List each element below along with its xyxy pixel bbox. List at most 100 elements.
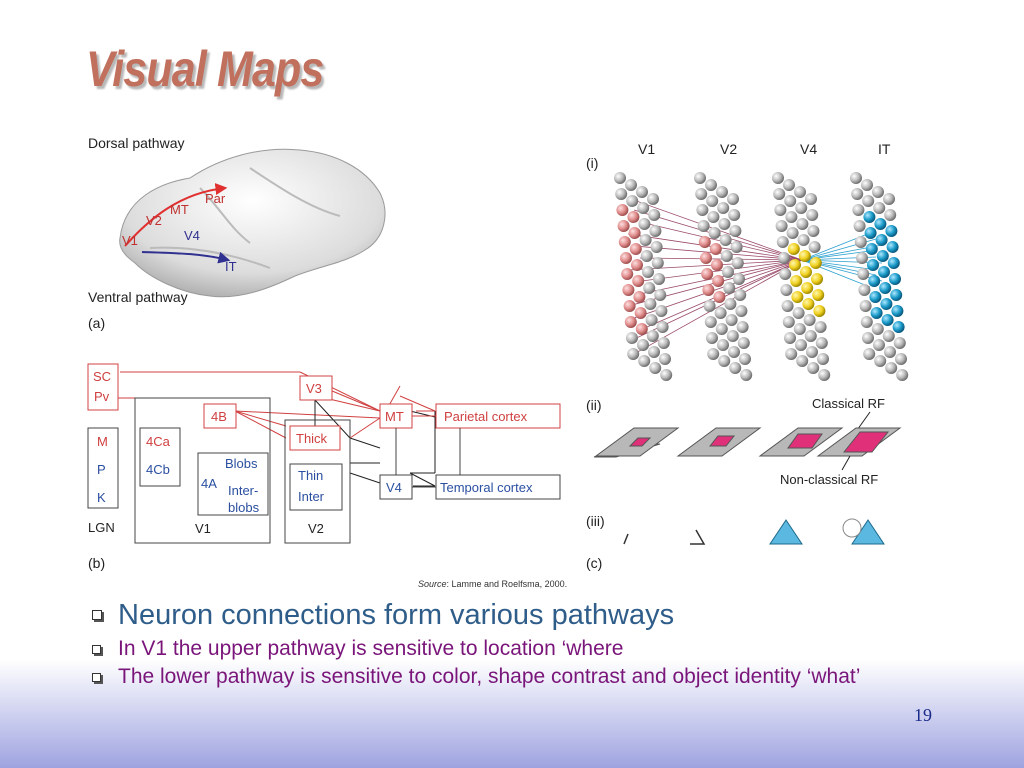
neuron-node xyxy=(802,298,815,310)
connector xyxy=(349,437,381,449)
neuron-node xyxy=(627,348,640,360)
neuron-node xyxy=(700,252,712,264)
neuron-node xyxy=(657,337,670,349)
area-label-v1: V1 xyxy=(122,233,138,248)
neuron-node xyxy=(854,236,867,248)
neuron-node xyxy=(718,218,731,230)
neuron-node xyxy=(704,316,717,328)
box-parietal xyxy=(435,403,561,429)
neuron-node xyxy=(632,275,645,287)
neuron-node xyxy=(733,273,745,285)
neuron-node xyxy=(729,362,742,374)
connector xyxy=(324,397,381,412)
neuron-node xyxy=(694,172,706,184)
shape-angle xyxy=(690,529,706,545)
column-label-v2: V2 xyxy=(720,141,737,157)
neuron-node xyxy=(702,284,715,296)
neuron-node xyxy=(701,268,714,280)
label-v1: V1 xyxy=(195,521,211,536)
bullet-text: Neuron connections form various pathways xyxy=(118,599,675,631)
neuron-node xyxy=(728,346,740,358)
neuron-node xyxy=(796,355,809,367)
neuron-node xyxy=(631,259,643,271)
label-4b: 4B xyxy=(211,409,227,424)
neuron-node xyxy=(886,241,899,253)
panel-a-brain: Dorsal pathway V2 MT Par V1 V4 IT Ventra… xyxy=(88,135,386,331)
background-gradient xyxy=(0,660,1024,768)
area-label-par: Par xyxy=(205,191,226,206)
neuron-node xyxy=(862,332,874,344)
neuron-node xyxy=(885,225,898,237)
source-credit: Source: Lamme and Roelfsma, 2000. xyxy=(418,579,567,589)
neuron-column-1 xyxy=(694,172,753,381)
bullet-text: In V1 the upper pathway is sensitive to … xyxy=(118,637,624,660)
panel-c-i: (i) V1 V2 V4 IT xyxy=(586,141,909,381)
neuron-node xyxy=(647,193,659,205)
neuron-node xyxy=(893,337,906,349)
nonclassical-rf-label: Non-classical RF xyxy=(780,472,878,487)
bullet-item-2: In V1 the upper pathway is sensitive to … xyxy=(90,636,890,662)
neuron-node xyxy=(878,266,890,278)
neuron-node xyxy=(724,298,737,310)
neuron-node xyxy=(863,211,876,223)
neuron-node xyxy=(883,193,895,205)
neuron-node xyxy=(649,225,662,237)
neuron-node xyxy=(730,241,743,253)
neuron-node xyxy=(651,257,664,269)
box-4b xyxy=(203,403,237,429)
neuron-node xyxy=(637,339,649,351)
neuron-node xyxy=(785,348,798,360)
neuron-node xyxy=(884,209,897,221)
neuron-node xyxy=(723,282,736,294)
neuron-node xyxy=(740,369,753,381)
neuron-node xyxy=(625,179,637,191)
area-label-v4: V4 xyxy=(184,228,200,243)
neuron-node xyxy=(729,225,742,237)
neuron-node xyxy=(696,204,709,216)
neuron-node xyxy=(639,234,652,246)
neuron-node xyxy=(627,211,640,223)
neuron-node xyxy=(790,275,803,287)
shape-line xyxy=(623,533,629,545)
brain-sulcus xyxy=(199,187,251,244)
neuron-node xyxy=(873,202,886,214)
neuron-node xyxy=(806,209,819,221)
bullet-list: Neuron connections form various pathways… xyxy=(90,596,890,690)
neuron-node xyxy=(880,298,893,310)
neuron-node xyxy=(728,209,741,221)
neuron-node xyxy=(739,353,751,365)
neuron-node xyxy=(714,307,727,319)
label-sc: SC xyxy=(93,369,111,384)
neuron-node xyxy=(870,307,883,319)
neuron-column-2 xyxy=(772,172,831,381)
neuron-node xyxy=(803,314,816,326)
classical-rf-label: Classical RF xyxy=(812,396,885,411)
neuron-node xyxy=(862,195,875,207)
column-label-v1: V1 xyxy=(638,141,655,157)
neuron-node xyxy=(648,209,661,221)
neuron-node xyxy=(618,236,631,248)
neuron-node xyxy=(638,355,651,367)
neuron-node xyxy=(795,202,808,214)
box-thin-inter xyxy=(289,463,343,511)
neuron-node xyxy=(621,268,634,280)
neuron-node xyxy=(713,291,726,303)
dorsal-arrow xyxy=(124,183,228,247)
neuron-node xyxy=(659,353,671,365)
rf-center-3 xyxy=(787,433,823,449)
box-v3 xyxy=(299,375,333,401)
neuron-node xyxy=(881,314,894,326)
connector xyxy=(234,410,287,439)
neuron-node xyxy=(640,250,653,262)
label-inter2: blobs xyxy=(228,500,260,515)
label-parietal: Parietal cortex xyxy=(444,409,528,424)
sub-label-ii: (ii) xyxy=(586,397,602,413)
neuron-node xyxy=(797,234,810,246)
panel-c-label: (c) xyxy=(586,555,602,571)
neuron-node xyxy=(707,348,720,360)
dorsal-pathway-label: Dorsal pathway xyxy=(88,135,185,151)
connector xyxy=(349,472,381,484)
bullet-square-icon xyxy=(92,645,101,654)
neuron-node xyxy=(716,186,728,198)
neuron-node xyxy=(784,332,796,344)
